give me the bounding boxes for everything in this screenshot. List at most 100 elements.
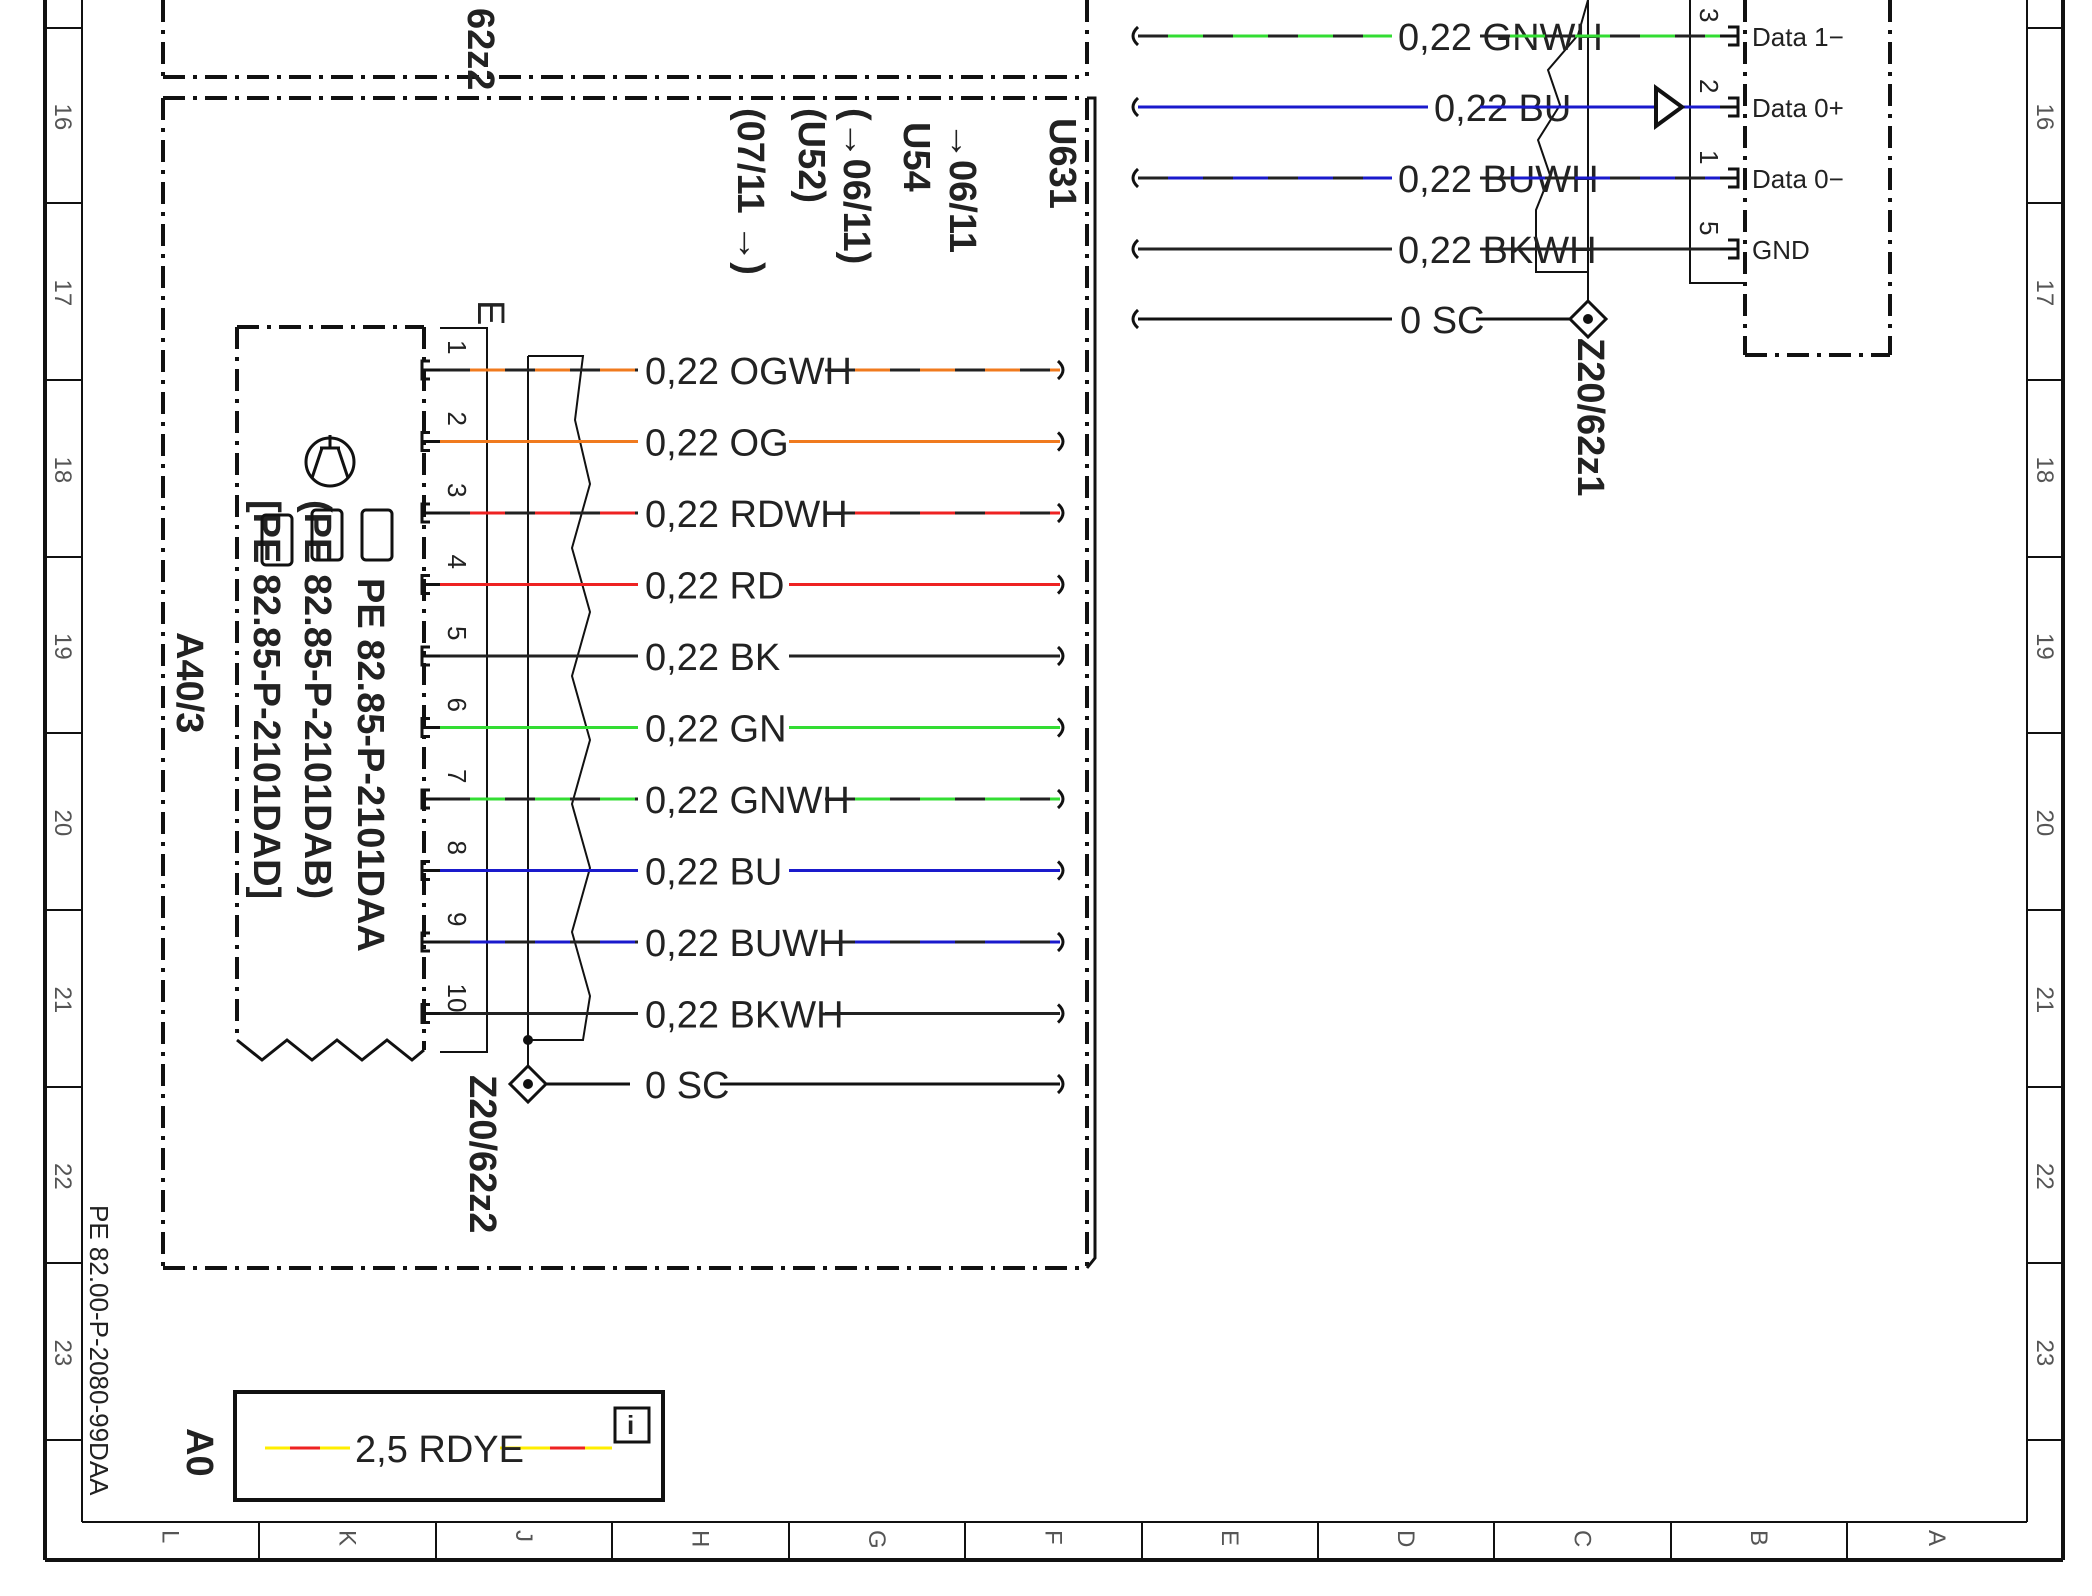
row-label: 16 — [49, 104, 76, 131]
wire-start-arrow — [1131, 238, 1140, 260]
wire-label: 0,22 BK — [645, 637, 780, 679]
module-ref-3: [PE 82.85-P-2101DAD] — [245, 500, 287, 899]
pin-number: 7 — [442, 769, 472, 783]
pin-number: 4 — [442, 555, 472, 569]
wire-label: 0,22 BUWH — [645, 923, 846, 965]
wire-label: 0,22 OG — [645, 423, 789, 465]
shield-bundle-right — [528, 355, 592, 1041]
right-device-bracket — [1689, 0, 1745, 284]
wire-end-arrow — [1056, 860, 1065, 881]
main-wire: 9 0,22 BUWH — [420, 912, 1065, 965]
row-label: 17 — [2031, 280, 2058, 307]
column-label: D — [1392, 1530, 1419, 1547]
main-wire: 3 0,22 RDWH — [420, 483, 1065, 536]
main-wire-list: 10,22 OGWH 2 0,22 OG 3 0,22 RDWH 4 0,22 RD 5 0,2… — [420, 340, 1065, 1037]
info-icon-glyph: i — [627, 1410, 634, 1440]
row-label: 19 — [2031, 633, 2058, 660]
row-label: 23 — [49, 1340, 76, 1367]
top-block-outline — [161, 0, 1089, 79]
wire-end-arrow — [1056, 788, 1065, 810]
pin-function: GND — [1752, 235, 1810, 265]
wire-start-arrow — [1131, 25, 1140, 47]
main-wire: 4 0,22 RD — [420, 555, 1065, 608]
row-label: 21 — [49, 987, 76, 1014]
wire-label: 0,22 BU — [1434, 88, 1571, 130]
block-edge-right — [1085, 96, 1097, 1269]
sheet-frame — [43, 0, 2065, 1562]
right-device-outline — [1743, 0, 1892, 357]
row-label: 17 — [49, 280, 76, 307]
doc-pointer-icon — [260, 508, 394, 567]
pin-number: 2 — [1694, 79, 1724, 93]
column-label: H — [687, 1530, 714, 1547]
pin-function: Data 1− — [1752, 22, 1844, 52]
ref-5: (07/11 →) — [729, 108, 771, 275]
row-label: 23 — [2031, 1340, 2058, 1367]
wire-end-arrow — [1056, 574, 1065, 595]
column-label: E — [1216, 1530, 1243, 1546]
wire-label: 0,22 GNWH — [1398, 17, 1603, 59]
wire-label: 0,22 BKWH — [645, 995, 844, 1037]
row-label: 21 — [2031, 987, 2058, 1014]
main-shield-ground: Z20/62z2 — [461, 1075, 503, 1233]
column-label: B — [1745, 1530, 1772, 1546]
column-label: L — [157, 1530, 184, 1543]
top-shield-ground: Z20/62z1 — [1569, 338, 1611, 496]
main-shield — [507, 1063, 1065, 1105]
wire-end-arrow — [1056, 359, 1065, 381]
ref-4: (U52) — [790, 108, 832, 203]
main-wire: 2 0,22 OG — [420, 412, 1065, 465]
wire-label: 0,22 BU — [645, 852, 782, 894]
diode-icon — [1654, 84, 1686, 130]
wire-start-arrow — [1131, 96, 1140, 118]
main-wire: 5 0,22 BK — [420, 626, 1065, 679]
ref-1: →06/11 — [941, 122, 983, 253]
column-label: F — [1040, 1530, 1067, 1545]
top-shield — [1131, 272, 1609, 340]
ref-3: (→06/11) — [835, 108, 877, 264]
pin-number: 5 — [1694, 221, 1724, 235]
transistor-icon — [304, 435, 356, 488]
wire-label: 0,22 RD — [645, 566, 784, 608]
wire-end-arrow — [1056, 645, 1065, 667]
wire-end-arrow — [1056, 502, 1065, 524]
pin-number: 1 — [1694, 150, 1724, 164]
wire-label: 0,22 GN — [645, 709, 787, 751]
module-id: A40/3 — [168, 632, 210, 733]
shield-junction-dot — [523, 1035, 533, 1045]
pin-number: 2 — [442, 412, 472, 426]
pin-number: 10 — [442, 984, 472, 1013]
legend-label: 2,5 RDYE — [355, 1429, 524, 1471]
wire-start-arrow — [1131, 167, 1140, 189]
pin-function: Data 0+ — [1752, 93, 1844, 123]
top-shield-label: 0 SC — [1400, 300, 1484, 342]
plug-bracket — [440, 327, 488, 1053]
pin-number: 9 — [442, 912, 472, 926]
row-label: 18 — [2031, 457, 2058, 484]
column-label: A — [1923, 1530, 1950, 1546]
ref-2: U54 — [895, 122, 937, 192]
plug-label: E — [469, 300, 511, 325]
legend-code: A0 — [178, 1428, 220, 1477]
main-wire: 10 0,22 BKWH — [420, 984, 1065, 1037]
row-label: 16 — [2031, 104, 2058, 131]
main-block-outline — [161, 96, 1089, 1270]
connector-label: U631 — [1041, 118, 1083, 209]
column-label: J — [510, 1530, 537, 1542]
legend-box — [233, 1390, 665, 1502]
right-shield-bundle — [1535, 0, 1589, 273]
wire-end-arrow — [1056, 1003, 1065, 1024]
wire-label: 0,22 GNWH — [645, 780, 850, 822]
wire-label: 0,22 RDWH — [645, 494, 848, 536]
pin-number: 3 — [442, 483, 472, 497]
pin-number: 8 — [442, 841, 472, 855]
main-shield-label: 0 SC — [645, 1065, 729, 1107]
module-break-line — [236, 1038, 425, 1062]
pin-number: 5 — [442, 626, 472, 640]
main-wire: 10,22 OGWH — [420, 340, 1065, 393]
